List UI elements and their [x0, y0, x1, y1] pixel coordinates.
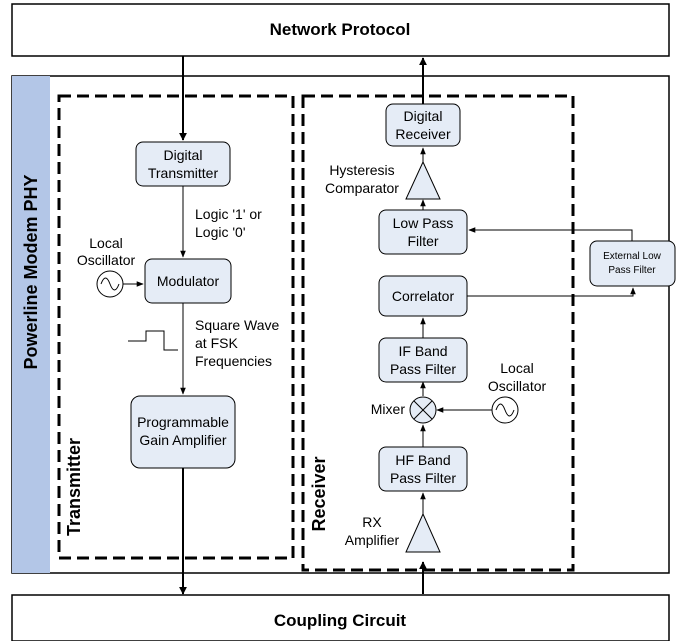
rx-amplifier-label-line2: Amplifier [345, 532, 400, 548]
phy-band [12, 76, 50, 573]
coupling-circuit-block: Coupling Circuit [11, 594, 670, 641]
comparator-label-line1: Hysteresis [329, 162, 394, 178]
tx-oscillator-label-line1: Local [89, 235, 122, 251]
phy-label: Powerline Modem PHY [21, 174, 41, 369]
if-bpf-label-line2: Pass Filter [390, 361, 456, 377]
lpf-label-line1: Low Pass [393, 215, 454, 231]
rx-amplifier-triangle [405, 512, 441, 553]
tx-oscillator-icon [96, 270, 124, 298]
if-bpf-block: IF Band Pass Filter [378, 337, 468, 383]
hf-bpf-label-line2: Pass Filter [390, 470, 456, 486]
rx-oscillator-label-line1: Local [500, 360, 533, 376]
mixer-icon [409, 396, 437, 424]
logic-note-line1: Logic '1' or [195, 206, 262, 222]
digital-receiver-block: Digital Receiver [385, 103, 461, 147]
square-wave-note-line1: Square Wave [195, 317, 280, 333]
tx-oscillator-label-line2: Oscillator [77, 252, 136, 268]
correlator-to-external-lpf-arrow [467, 287, 636, 297]
receiver-label: Receiver [309, 456, 329, 531]
pga-block: Programmable Gain Amplifier [130, 395, 236, 469]
square-wave-icon [128, 330, 178, 351]
transmitter-label: Transmitter [64, 438, 84, 536]
pga-label-line1: Programmable [137, 414, 229, 430]
modulator-label: Modulator [157, 273, 220, 289]
mixer-label: Mixer [371, 401, 406, 417]
digital-receiver-line2: Receiver [395, 126, 451, 142]
hf-bpf-block: HF Band Pass Filter [378, 446, 468, 492]
digital-transmitter-block: Digital Transmitter [135, 141, 231, 187]
rx-amplifier-label-line1: RX [362, 514, 382, 530]
square-wave-note-line2: at FSK [195, 335, 238, 351]
hysteresis-comparator-triangle [405, 160, 441, 200]
lpf-label-line2: Filter [407, 233, 438, 249]
pga-label-line2: Gain Amplifier [139, 432, 226, 448]
coupling-circuit-label: Coupling Circuit [274, 611, 407, 630]
digital-transmitter-line2: Transmitter [148, 165, 219, 181]
comparator-label-line2: Comparator [325, 180, 399, 196]
receiver-region: Receiver [301, 94, 575, 572]
modulator-block: Modulator [144, 258, 232, 304]
network-protocol-label: Network Protocol [270, 20, 411, 39]
digital-receiver-line1: Digital [404, 108, 443, 124]
external-lpf-label-line1: External Low [603, 251, 662, 262]
external-lpf-to-lpf-arrow [468, 227, 633, 241]
external-lpf-label-line2: Pass Filter [608, 265, 656, 276]
if-bpf-label-line1: IF Band [398, 343, 447, 359]
rx-oscillator-icon [491, 396, 519, 424]
hf-bpf-label-line1: HF Band [395, 452, 450, 468]
external-lpf-block: External Low Pass Filter [589, 240, 676, 287]
square-wave-note-line3: Frequencies [195, 353, 272, 369]
digital-transmitter-line1: Digital [164, 147, 203, 163]
network-protocol-block: Network Protocol [11, 3, 670, 57]
transmitter-region: Transmitter [57, 94, 295, 560]
logic-note-line2: Logic '0' [195, 224, 246, 240]
lpf-block: Low Pass Filter [378, 209, 468, 255]
correlator-block: Correlator [378, 275, 468, 317]
correlator-label: Correlator [392, 288, 455, 304]
phy-block: Powerline Modem PHY [11, 75, 670, 574]
rx-oscillator-label-line2: Oscillator [488, 378, 547, 394]
